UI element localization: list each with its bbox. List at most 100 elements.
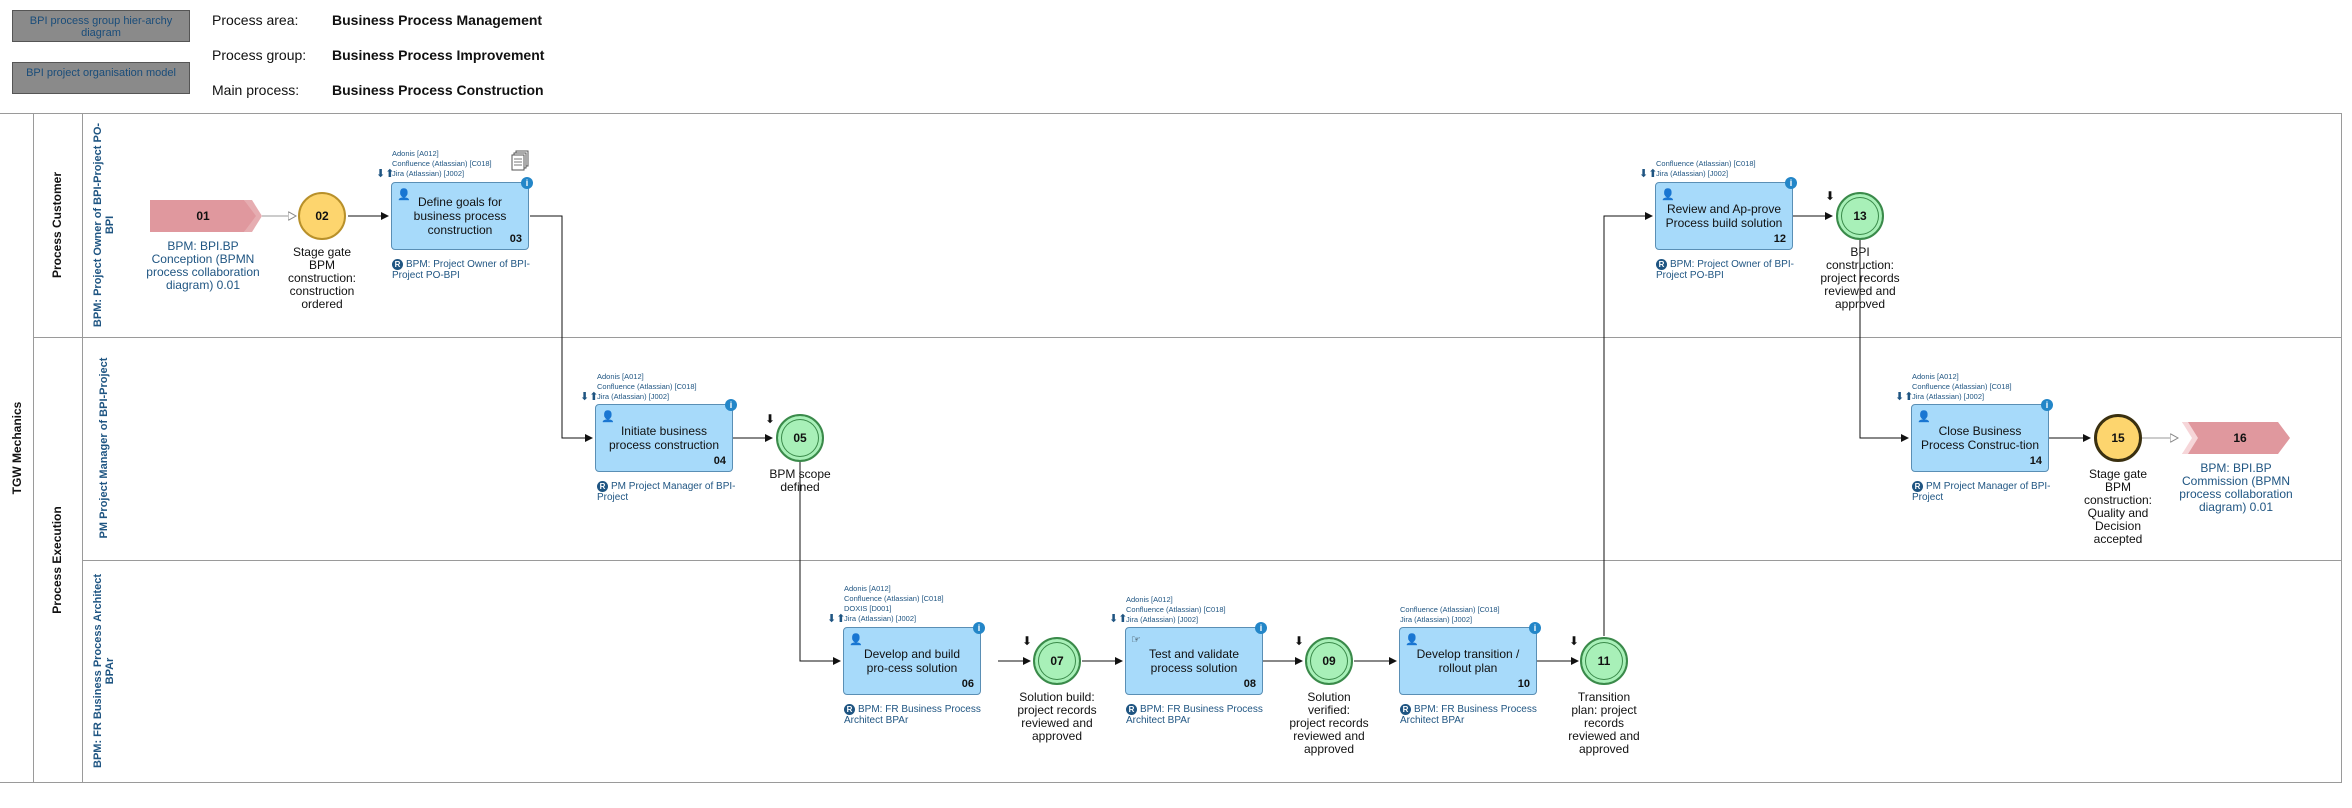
task-14-number: 14 — [2029, 455, 2042, 467]
info-icon[interactable]: i — [521, 177, 533, 189]
flow-05-06 — [799, 462, 841, 665]
event-05[interactable]: 05 — [776, 414, 824, 462]
task-08[interactable]: ☞ Test and validate process solution 08 … — [1125, 622, 1267, 695]
role-r-icon: R — [1912, 481, 1923, 492]
up-down-arrows-icon: ⬇⬆ — [580, 391, 599, 403]
info-icon[interactable]: i — [1255, 622, 1267, 634]
event-13[interactable]: 13 — [1836, 192, 1884, 240]
info-icon[interactable]: i — [1785, 177, 1797, 189]
task-10[interactable]: 👤 Develop transition / rollout plan 10 i — [1399, 622, 1541, 695]
task-14-tools: Adonis [A012]Confluence (Atlassian) [C01… — [1912, 372, 2012, 401]
up-down-arrows-icon: ⬇⬆ — [1109, 613, 1128, 625]
event-02-caption: Stage gate BPM construction: constructio… — [287, 245, 357, 311]
ipi-end[interactable]: 16 — [2233, 431, 2247, 445]
info-icon[interactable]: i — [973, 622, 985, 634]
down-arrow-icon: ⬇ — [1294, 634, 1305, 648]
event-11[interactable]: 11 — [1580, 637, 1628, 685]
info-icon[interactable]: i — [2041, 399, 2053, 411]
phase-divider — [82, 113, 83, 783]
task-12-label: Review and Ap-prove Process build soluti… — [1665, 202, 1783, 230]
person-icon: 👤 — [601, 411, 615, 423]
task-03-label: Define goals for business process constr… — [413, 195, 507, 237]
task-03[interactable]: 👤 Define goals for business process cons… — [391, 177, 533, 250]
process-group-label: Process group: — [212, 47, 307, 63]
process-area-label: Process area: — [212, 12, 299, 28]
lane-divider-1 — [33, 337, 2342, 338]
role-r-icon: R — [392, 259, 403, 270]
document-stack-icon[interactable] — [511, 150, 529, 172]
down-arrow-icon: ⬇ — [1569, 634, 1580, 648]
pool-bottom-border — [0, 782, 2342, 783]
event-11-caption: Transition plan: project records reviewe… — [1568, 690, 1640, 756]
process-area-value: Business Process Management — [332, 12, 543, 28]
task-06-tools: Adonis [A012]Confluence (Atlassian) [C01… — [844, 584, 944, 623]
task-03-number: 03 — [509, 233, 522, 245]
event-07[interactable]: 07 — [1033, 637, 1081, 685]
role-r-icon: R — [597, 481, 608, 492]
task-10-tools: Confluence (Atlassian) [C018]Jira (Atlas… — [1400, 605, 1500, 624]
task-12-number: 12 — [1773, 233, 1786, 245]
ipi-end-caption: BPM: BPI.BP Commission (BPMN process col… — [2179, 461, 2293, 514]
task-10-number: 10 — [1517, 678, 1530, 690]
ipi-end-shape — [2182, 422, 2290, 454]
role-r-icon: R — [844, 704, 855, 715]
person-icon: 👤 — [849, 634, 863, 646]
pool-top-border — [0, 113, 2342, 114]
main-process-label: Main process: — [212, 82, 300, 98]
pool-right-border — [2341, 113, 2342, 783]
task-04-number: 04 — [713, 455, 726, 467]
pool-header-divider — [33, 113, 34, 783]
ipi-start-shape — [150, 200, 256, 232]
down-arrow-icon: ⬇ — [1022, 634, 1033, 648]
flow-13-14 — [1859, 240, 1909, 442]
info-icon[interactable]: i — [1529, 622, 1541, 634]
task-08-number: 08 — [1243, 678, 1256, 690]
lane-divider-2 — [82, 560, 2342, 561]
event-09[interactable]: 09 — [1305, 637, 1353, 685]
task-06-label: Develop and build pro-cess solution — [863, 647, 961, 675]
info-icon[interactable]: i — [725, 399, 737, 411]
up-down-arrows-icon: ⬇⬆ — [1639, 168, 1658, 180]
task-08-tools: Adonis [A012]Confluence (Atlassian) [C01… — [1126, 595, 1226, 624]
role-r-icon: R — [1656, 259, 1667, 270]
task-06-number: 06 — [961, 678, 974, 690]
person-icon: 👤 — [1917, 411, 1931, 423]
up-down-arrows-icon: ⬇⬆ — [1895, 391, 1914, 403]
manual-task-icon: ☞ — [1131, 634, 1141, 646]
main-process-value: Business Process Construction — [332, 82, 544, 98]
person-icon: 👤 — [1405, 634, 1419, 646]
task-04-tools: Adonis [A012]Confluence (Atlassian) [C01… — [597, 372, 697, 401]
task-14[interactable]: 👤 Close Business Process Construc-tion 1… — [1911, 399, 2053, 472]
event-09-caption: Solution verified: project records revie… — [1289, 690, 1369, 756]
down-arrow-icon: ⬇ — [765, 412, 776, 426]
task-14-label: Close Business Process Construc-tion — [1920, 424, 2040, 452]
task-12-tools: Confluence (Atlassian) [C018]Jira (Atlas… — [1656, 159, 1756, 178]
task-12[interactable]: 👤 Review and Ap-prove Process build solu… — [1655, 177, 1797, 250]
org-model-button[interactable]: BPI project organisation model — [12, 62, 190, 94]
event-02[interactable]: 02 — [298, 192, 346, 240]
task-08-label: Test and validate process solution — [1148, 647, 1240, 675]
event-15[interactable]: 15 — [2094, 414, 2142, 462]
process-group-value: Business Process Improvement — [332, 47, 545, 63]
up-down-arrows-icon: ⬇⬆ — [376, 168, 395, 180]
task-04-label: Initiate business process construction — [608, 424, 720, 452]
task-04[interactable]: 👤 Initiate business process construction… — [595, 399, 737, 472]
down-arrow-icon: ⬇ — [1825, 189, 1836, 203]
ipi-start-caption: BPM: BPI.BP Conception (BPMN process col… — [146, 239, 260, 292]
up-down-arrows-icon: ⬇⬆ — [827, 613, 846, 625]
task-10-label: Develop transition / rollout plan — [1416, 647, 1520, 675]
event-07-caption: Solution build: project records reviewed… — [1017, 690, 1097, 743]
process-hierarchy-button[interactable]: BPI process group hier-archy diagram — [12, 10, 190, 42]
person-icon: 👤 — [1661, 189, 1675, 201]
ipi-start[interactable]: 01 — [196, 209, 210, 223]
role-r-icon: R — [1400, 704, 1411, 715]
role-r-icon: R — [1126, 704, 1137, 715]
task-06[interactable]: 👤 Develop and build pro-cess solution 06… — [843, 622, 985, 695]
